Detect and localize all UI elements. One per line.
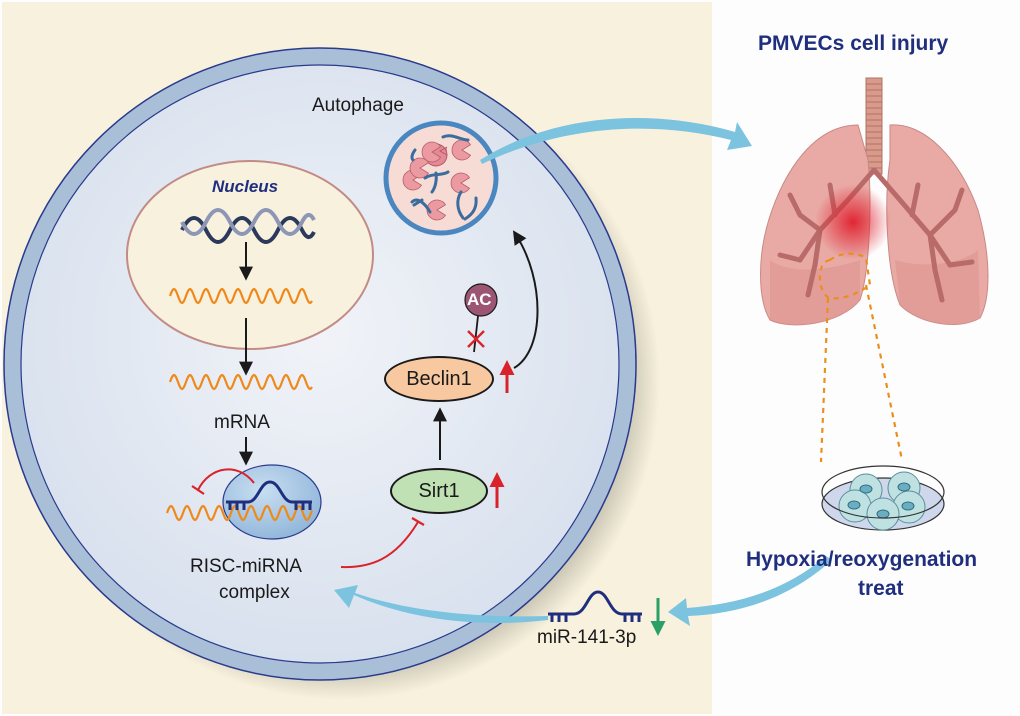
arrow-beclin1-to-autophage <box>512 230 539 369</box>
mrna-wave <box>168 373 313 391</box>
inhibition-arc-translation <box>197 468 255 491</box>
label-mrna: mRNA <box>214 412 270 433</box>
mir-141-3p-icon <box>548 590 642 622</box>
flow-arrow-autophage-to-injury <box>480 117 752 164</box>
pre-mrna-wave <box>168 287 313 305</box>
inhibition-bar <box>191 485 205 495</box>
flow-arrow-hypoxia-to-mir <box>668 556 832 626</box>
inhibition-bar-sirt1 <box>411 517 425 526</box>
title-hypoxia-line1: Hypoxia/reoxygenation <box>746 548 978 571</box>
lungs-icon <box>760 77 989 326</box>
dna-helix-icon <box>180 208 316 244</box>
sirt1-node: Sirt1 <box>390 468 488 514</box>
title-hypoxia-line2: treat <box>858 577 904 600</box>
label-mir-141-3p: miR-141-3p <box>537 627 637 648</box>
beclin1-node: Beclin1 <box>384 356 494 402</box>
injury-site <box>815 184 891 260</box>
sirt1-label: Sirt1 <box>418 479 460 502</box>
label-nucleus: Nucleus <box>212 177 279 196</box>
blocked-x-icon <box>467 330 485 348</box>
petri-dish-icon <box>821 465 945 531</box>
zoom-callout-lines <box>818 252 904 463</box>
lysosome-enzyme-icon <box>450 172 471 194</box>
label-risc-line1: RISC-miRNA <box>190 556 302 577</box>
title-pmvecs-injury: PMVECs cell injury <box>758 32 949 55</box>
target-mrna-wave <box>165 504 314 522</box>
lysosome-enzyme-icon <box>421 141 442 163</box>
risc-complex <box>222 464 322 540</box>
ac-molecule <box>464 283 498 317</box>
ac-link <box>473 315 479 353</box>
label-risc-line2: complex <box>219 582 290 603</box>
cell-cytoplasm <box>20 64 620 664</box>
ac-label: AC <box>467 290 492 309</box>
inhibition-risc-sirt1 <box>340 521 419 569</box>
mirna-in-risc-icon <box>226 480 312 510</box>
label-autophage: Autophage <box>312 95 404 116</box>
autophagosome-icon <box>383 120 499 236</box>
beclin1-label: Beclin1 <box>406 367 472 390</box>
flow-arrow-mir-to-risc <box>334 585 548 623</box>
